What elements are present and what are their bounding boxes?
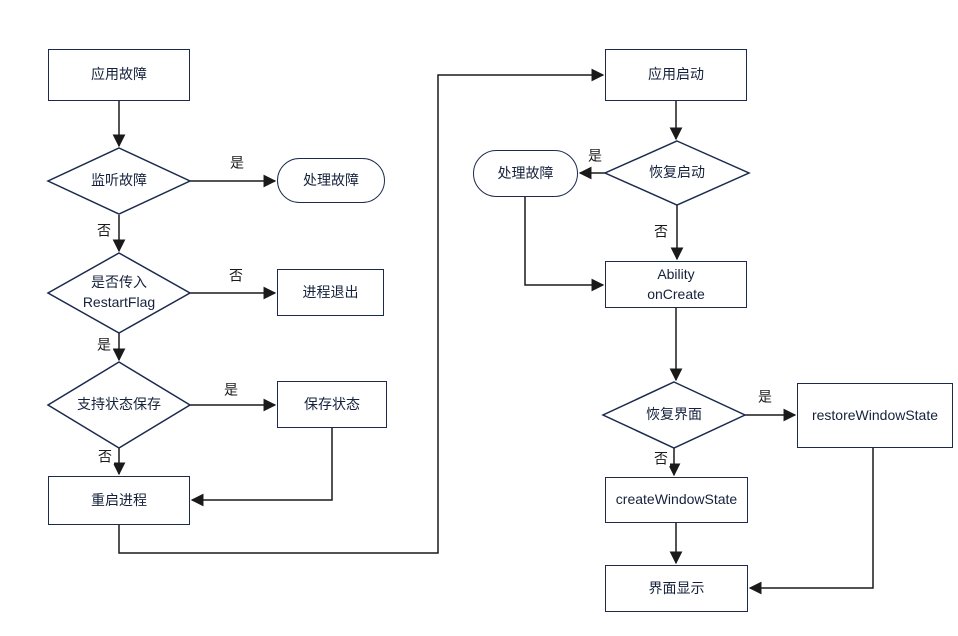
edge-label-restart-flag-no: 否	[227, 267, 245, 284]
edge-label-restore-ui-yes: 是	[756, 388, 774, 405]
node-app-launch: 应用启动	[605, 49, 747, 101]
node-app-fault: 应用故障	[48, 49, 190, 101]
node-handle-fault-left: 处理故障	[277, 158, 385, 203]
node-ability-oncreate: Ability onCreate	[605, 261, 747, 308]
node-listen-fault: 监听故障	[91, 172, 147, 189]
node-restore-ui: 恢复界面	[646, 406, 702, 423]
diamond-support-state-save	[46, 361, 192, 449]
edge-label-restore-ui-no: 否	[652, 450, 670, 467]
edge-label-support-state-save-no: 否	[96, 448, 114, 465]
node-support-state-save: 支持状态保存	[77, 396, 161, 413]
node-restore-window-state: restoreWindowState	[797, 383, 953, 448]
edge-save-state-to-restart-process	[190, 428, 333, 507]
node-save-state: 保存状态	[277, 381, 387, 428]
edge-label-support-state-save-yes: 是	[222, 381, 240, 398]
diamond-recovery-launch	[603, 140, 751, 206]
diamond-listen-fault	[46, 147, 192, 215]
node-recovery-launch: 恢复启动	[649, 164, 705, 181]
node-ui-display: 界面显示	[605, 565, 748, 612]
node-restart-process: 重启进程	[48, 476, 190, 525]
node-create-window-state: createWindowState	[605, 477, 748, 523]
diamond-restart-flag	[46, 252, 192, 334]
edge-label-recovery-launch-no: 否	[652, 223, 670, 240]
edge-label-listen-fault-yes: 是	[228, 154, 246, 171]
edge-label-recovery-launch-yes: 是	[586, 147, 604, 164]
edge-restart-process-to-app-launch	[118, 68, 605, 554]
diamond-restore-ui	[601, 381, 747, 449]
node-handle-fault-right: 处理故障	[473, 150, 578, 197]
edge-restore-window-state-to-ui-display	[748, 448, 874, 595]
edge-label-restart-flag-yes: 是	[95, 336, 113, 353]
node-restart-flag: 是否传入 RestartFlag	[82, 274, 156, 310]
edge-label-listen-fault-no: 否	[95, 222, 113, 239]
node-process-exit: 进程退出	[277, 269, 384, 316]
edge-handle-fault-right-to-ability-oncreate	[524, 197, 605, 292]
